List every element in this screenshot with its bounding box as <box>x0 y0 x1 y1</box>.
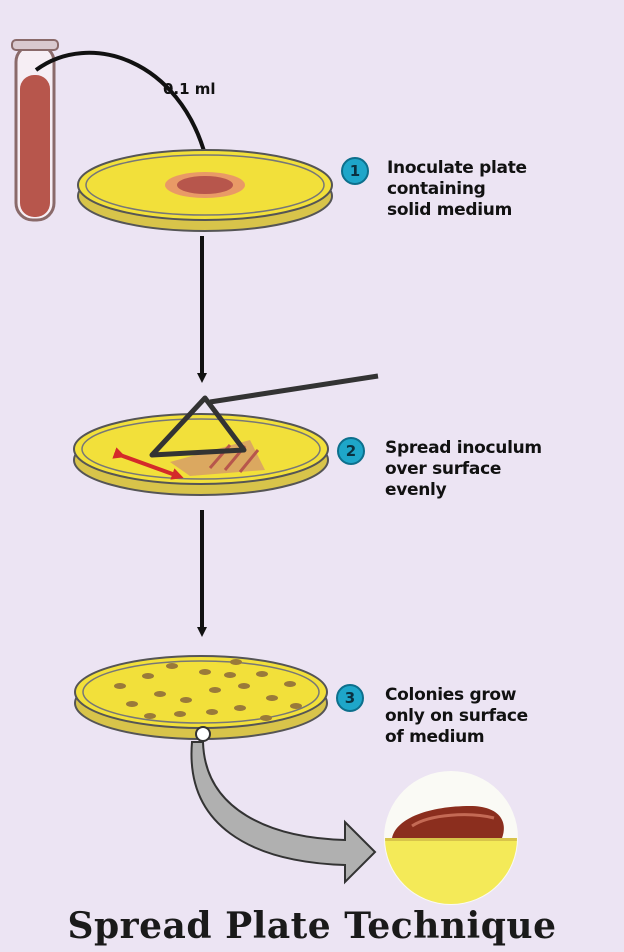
step-2-badge: 2 <box>337 437 365 465</box>
pipette-transfer-arrow <box>36 53 206 158</box>
step-1-text: Inoculate plate containing solid medium <box>387 158 527 221</box>
magnified-colony-view <box>380 771 530 910</box>
magnify-arrow <box>191 742 375 882</box>
step-2-line-2: over surface <box>385 459 542 480</box>
step-3-line-3: of medium <box>385 727 528 748</box>
step-3-line-2: only on surface <box>385 706 528 727</box>
step-2-line-3: evenly <box>385 480 542 501</box>
step-2-line-1: Spread inoculum <box>385 438 542 459</box>
step-2-text: Spread inoculum over surface evenly <box>385 438 542 501</box>
test-tube-icon <box>12 40 58 220</box>
page-title: Spread Plate Technique <box>0 905 624 947</box>
volume-label: 0.1 ml <box>163 80 216 98</box>
step-1-badge: 1 <box>341 157 369 185</box>
step-1-line-2: containing <box>387 179 527 200</box>
step-1-line-1: Inoculate plate <box>387 158 527 179</box>
step-3-text: Colonies grow only on surface of medium <box>385 685 528 748</box>
step-3-badge: 3 <box>336 684 364 712</box>
petri-dish-inoculated <box>78 150 332 231</box>
step-3-line-1: Colonies grow <box>385 685 528 706</box>
step-1-line-3: solid medium <box>387 200 527 221</box>
